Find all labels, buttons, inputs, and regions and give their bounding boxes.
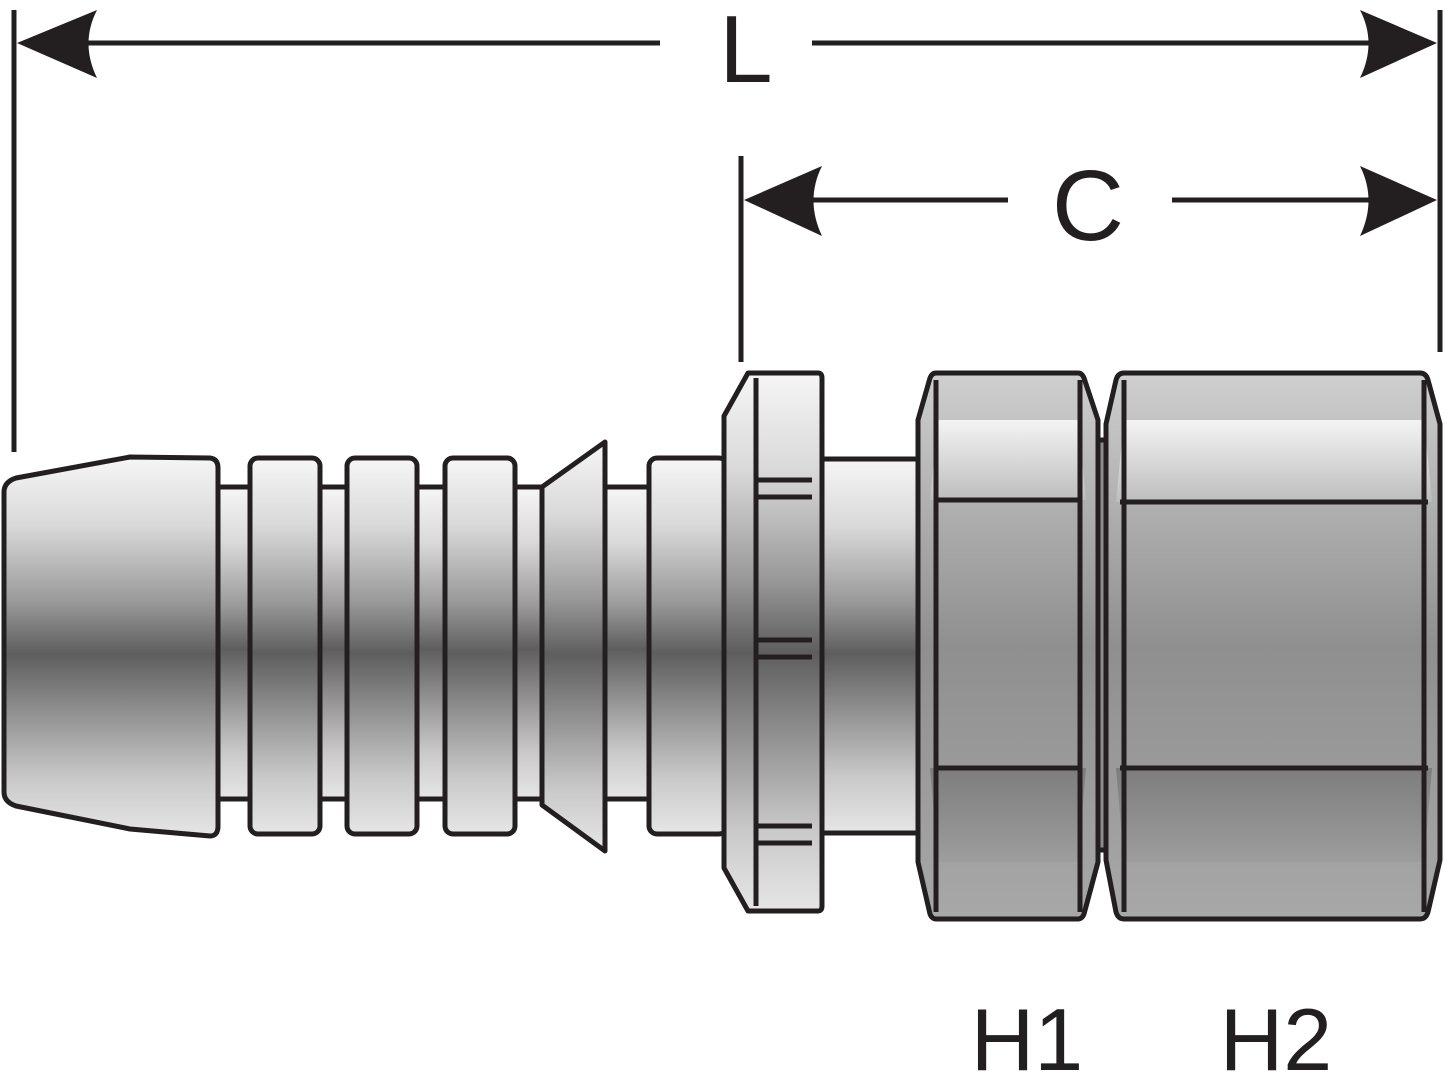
hex-nut-h1-top-face <box>930 420 1086 500</box>
dimension-label-c: C <box>1052 150 1124 262</box>
stem-barb-1 <box>247 455 323 837</box>
dimension-label-l: L <box>719 0 772 103</box>
hex-nut-h2-top-face <box>1116 420 1432 502</box>
stem-neck <box>819 456 921 836</box>
hex-label-h1: H1 <box>971 990 1084 1077</box>
stem-nose <box>1 454 221 839</box>
c-right-arrowhead <box>1360 166 1437 236</box>
fitting-body <box>1 370 1443 922</box>
stem-barb-2 <box>344 455 420 837</box>
c-left-arrowhead <box>744 166 822 236</box>
stem-collar <box>646 455 730 837</box>
stem-cone-barb <box>539 439 608 854</box>
l-right-arrowhead <box>1360 10 1437 78</box>
l-left-arrowhead <box>17 10 97 78</box>
hex-nut-h2-bottom-face <box>1116 768 1432 862</box>
hex-label-h2: H2 <box>1220 990 1333 1077</box>
arrowheads <box>17 10 1437 236</box>
hex-nut-h1-bottom-face <box>930 768 1086 862</box>
stem-barb-3 <box>442 455 518 837</box>
